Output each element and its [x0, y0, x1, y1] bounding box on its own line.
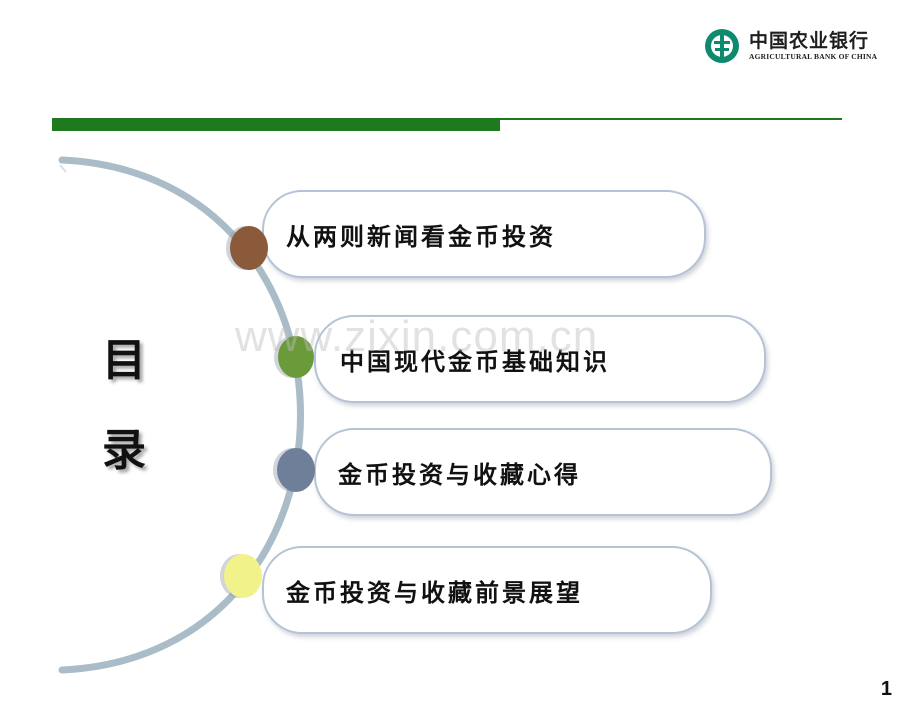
header-rule-thin — [500, 118, 842, 120]
toc-title-char-2: 录 — [102, 425, 146, 476]
toc-item-3-label: 金币投资与收藏心得 — [338, 460, 581, 489]
toc-title-char-1: 目 — [102, 335, 146, 386]
toc-item-3-pill[interactable]: 金币投资与收藏心得 — [314, 428, 772, 516]
toc-item-4-label: 金币投资与收藏前景展望 — [286, 578, 583, 607]
logo-chinese-name: 中国农业银行 — [749, 30, 870, 52]
toc-item-3-bullet — [277, 448, 315, 492]
toc-item-2-pill[interactable]: 中国现代金币基础知识 — [314, 315, 766, 403]
toc-item-4-pill[interactable]: 金币投资与收藏前景展望 — [262, 546, 712, 634]
toc-title: 目 录 — [96, 333, 152, 513]
header-rule-thick — [52, 118, 500, 131]
toc-item-1-pill[interactable]: 从两则新闻看金币投资 — [262, 190, 706, 278]
abc-emblem-icon — [705, 29, 739, 63]
toc-item-1-bullet — [230, 226, 268, 270]
logo-english-name: AGRICULTURAL BANK OF CHINA — [749, 52, 878, 61]
toc-item-4-bullet — [224, 554, 262, 598]
toc-item-2-label: 中国现代金币基础知识 — [340, 347, 610, 376]
toc-item-2-bullet — [278, 336, 314, 378]
toc-item-1-label: 从两则新闻看金币投资 — [286, 222, 556, 251]
bank-logo: 中国农业银行 AGRICULTURAL BANK OF CHINA — [703, 27, 877, 65]
page-number: 1 — [880, 678, 892, 700]
